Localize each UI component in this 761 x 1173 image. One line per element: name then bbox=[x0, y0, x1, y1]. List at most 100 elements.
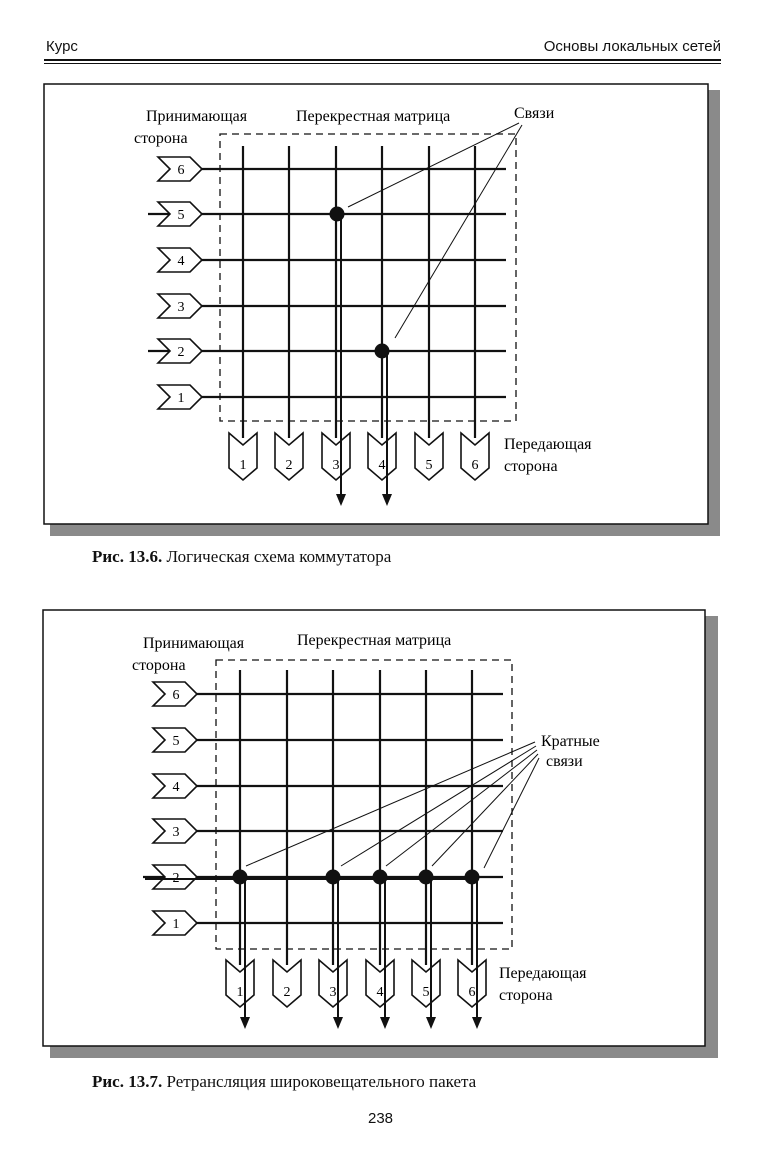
label-transmitting-side: Передающая bbox=[499, 965, 587, 982]
input-port-shape bbox=[151, 727, 199, 753]
input-port-shape bbox=[156, 247, 204, 273]
leader-line bbox=[347, 122, 520, 208]
figure-switch-logic: 6 5 4 3 2 1 1 2 3 4 5 6 Принимающая bbox=[0, 0, 761, 560]
connection-node bbox=[325, 869, 341, 885]
figure1-caption-text: Логическая схема коммутатора bbox=[166, 547, 392, 566]
figure1-caption-number: Рис. 13.6. bbox=[92, 547, 163, 566]
input-port-label: 4 bbox=[173, 780, 180, 795]
input-port-shape bbox=[151, 864, 199, 890]
input-port-shape bbox=[156, 201, 204, 227]
input-port-shape bbox=[156, 384, 204, 410]
figure2-caption-number: Рис. 13.7. bbox=[92, 1072, 163, 1091]
arrow-heads bbox=[240, 1017, 482, 1029]
output-ports bbox=[228, 431, 490, 482]
input-port-shape bbox=[156, 338, 204, 364]
output-port-labels: 1 2 3 4 5 6 bbox=[237, 985, 476, 1000]
output-port-labels: 1 2 3 4 5 6 bbox=[240, 458, 479, 473]
running-header-course: Курс bbox=[46, 38, 78, 55]
figure-broadcast-svg: 6 5 4 3 2 1 1 2 3 4 5 6 bbox=[42, 609, 718, 1058]
output-port-shape bbox=[460, 431, 490, 482]
arrow-down-icon bbox=[426, 1017, 436, 1029]
input-port-label: 6 bbox=[178, 163, 185, 178]
page-number: 238 bbox=[367, 1110, 394, 1127]
leader-line bbox=[245, 741, 536, 867]
active-paths bbox=[145, 877, 478, 1020]
label-connections: Связи bbox=[514, 105, 555, 122]
output-port-label: 4 bbox=[379, 458, 386, 473]
connection-node bbox=[372, 869, 388, 885]
output-port-label: 2 bbox=[284, 985, 291, 1000]
output-port-shape bbox=[318, 958, 348, 1009]
label-receiving-side: Принимающая bbox=[143, 635, 245, 652]
output-port-label: 6 bbox=[472, 458, 479, 473]
figure2-caption-text: Ретрансляция широковещательного пакета bbox=[166, 1072, 477, 1091]
input-port-label: 2 bbox=[178, 345, 185, 360]
connection-node bbox=[232, 869, 248, 885]
input-ports bbox=[151, 681, 199, 936]
connection-node bbox=[329, 206, 345, 222]
running-header-title: Основы локальных сетей bbox=[543, 38, 721, 55]
arrow-down-icon bbox=[472, 1017, 482, 1029]
input-port-shape bbox=[156, 293, 204, 319]
label-crossbar-matrix: Перекрестная матрица bbox=[297, 632, 451, 649]
output-port-shape bbox=[457, 958, 487, 1009]
input-port-shape bbox=[151, 773, 199, 799]
output-port-label: 1 bbox=[237, 985, 244, 1000]
input-port-shape bbox=[151, 818, 199, 844]
input-port-shape bbox=[156, 156, 204, 182]
leader-line bbox=[483, 757, 540, 869]
figure-switch-logic-svg: 6 5 4 3 2 1 1 2 3 4 5 6 Принимающая bbox=[43, 83, 720, 536]
input-port-label: 5 bbox=[178, 208, 185, 223]
matrix-rows bbox=[143, 692, 503, 925]
label-transmitting-side: Передающая bbox=[504, 436, 592, 453]
arrow-down-icon bbox=[336, 494, 346, 506]
leader-line bbox=[385, 749, 538, 867]
matrix-boundary bbox=[215, 659, 513, 950]
matrix-boundary bbox=[219, 133, 517, 422]
leader-line bbox=[394, 124, 523, 339]
figure1-caption: Рис. 13.6. Логическая схема коммутатора bbox=[92, 547, 391, 567]
input-port-label: 4 bbox=[178, 254, 185, 269]
connection-node bbox=[464, 869, 480, 885]
matrix-columns bbox=[241, 146, 477, 438]
output-port-shape bbox=[228, 431, 258, 482]
label-multiple-connections-2: связи bbox=[546, 753, 583, 770]
input-port-labels: 6 5 4 3 2 1 bbox=[178, 163, 185, 406]
arrow-down-icon bbox=[380, 1017, 390, 1029]
matrix-rows bbox=[148, 167, 506, 399]
output-port-label: 1 bbox=[240, 458, 247, 473]
output-port-shape bbox=[367, 431, 397, 482]
output-port-shape bbox=[225, 958, 255, 1009]
leader-line bbox=[431, 753, 539, 867]
input-port-label: 5 bbox=[173, 734, 180, 749]
input-port-label: 6 bbox=[173, 688, 180, 703]
label-multiple-connections: Кратные bbox=[541, 733, 600, 750]
leader-line bbox=[340, 745, 537, 867]
label-receiving-side-2: сторона bbox=[134, 130, 188, 147]
output-port-label: 4 bbox=[377, 985, 384, 1000]
arrow-heads bbox=[336, 494, 392, 506]
active-paths bbox=[340, 214, 388, 496]
input-port-label: 3 bbox=[173, 825, 180, 840]
output-port-shape bbox=[321, 431, 351, 482]
output-port-shape bbox=[411, 958, 441, 1009]
leader-lines bbox=[347, 122, 523, 339]
header-rule-thin bbox=[44, 63, 721, 64]
figure2-caption: Рис. 13.7. Ретрансляция широковещательно… bbox=[92, 1072, 476, 1092]
input-port-label: 1 bbox=[178, 391, 185, 406]
output-port-shape bbox=[274, 431, 304, 482]
label-receiving-side-2: сторона bbox=[132, 657, 186, 674]
input-ports bbox=[156, 156, 204, 410]
matrix-columns bbox=[238, 670, 474, 965]
output-port-label: 3 bbox=[333, 458, 340, 473]
arrow-down-icon bbox=[382, 494, 392, 506]
input-port-shape bbox=[151, 681, 199, 707]
output-port-label: 3 bbox=[330, 985, 337, 1000]
input-port-label: 1 bbox=[173, 917, 180, 932]
header-rule bbox=[44, 59, 721, 61]
label-receiving-side: Принимающая bbox=[146, 108, 248, 125]
output-port-label: 5 bbox=[426, 458, 433, 473]
label-transmitting-side-2: сторона bbox=[499, 987, 553, 1004]
output-port-shape bbox=[414, 431, 444, 482]
output-port-shape bbox=[272, 958, 302, 1009]
